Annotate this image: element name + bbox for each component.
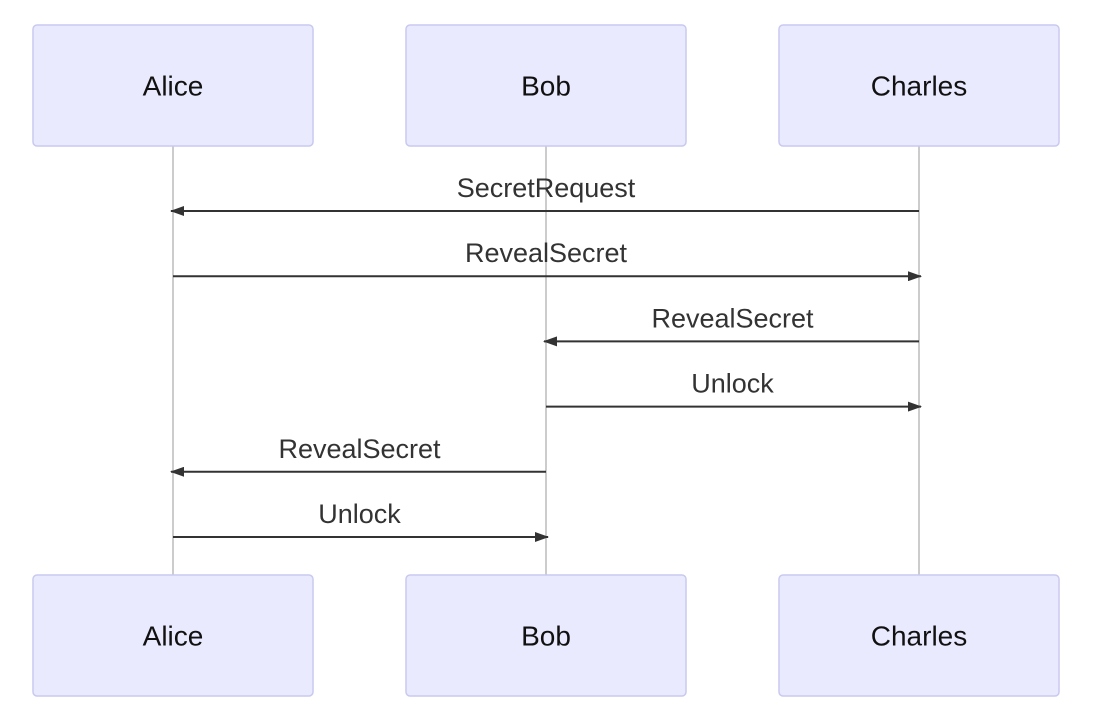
actor-bob-bottom: Bob (405, 574, 687, 697)
actor-box (405, 24, 687, 147)
message-label: RevealSecret (465, 238, 628, 268)
message-6: Unlock (173, 499, 549, 542)
message-1: SecretRequest (170, 173, 919, 216)
message-label: SecretRequest (457, 173, 636, 203)
message-3: RevealSecret (543, 303, 919, 347)
actor-label: Alice (143, 621, 204, 652)
message-label: RevealSecret (278, 434, 441, 464)
message-label: Unlock (691, 369, 774, 399)
message-2: RevealSecret (173, 238, 922, 282)
actor-charles-top: Charles (778, 24, 1060, 147)
lifelines (172, 146, 920, 575)
actor-label: Bob (521, 621, 571, 652)
message-4: Unlock (546, 369, 922, 412)
messages: SecretRequestRevealSecretRevealSecretUnl… (170, 173, 922, 542)
actor-box (405, 574, 687, 697)
actor-charles-bottom: Charles (778, 574, 1060, 697)
message-label: RevealSecret (651, 303, 814, 333)
actor-label: Charles (871, 71, 967, 102)
actor-bob-top: Bob (405, 24, 687, 147)
actor-box (778, 574, 1060, 697)
actor-label: Bob (521, 71, 571, 102)
actor-box (32, 574, 314, 697)
actor-box (778, 24, 1060, 147)
actor-label: Alice (143, 71, 204, 102)
message-5: RevealSecret (170, 434, 546, 477)
message-label: Unlock (318, 499, 401, 529)
actor-box (32, 24, 314, 147)
actor-label: Charles (871, 621, 967, 652)
actor-alice-bottom: Alice (32, 574, 314, 697)
actor-alice-top: Alice (32, 24, 314, 147)
